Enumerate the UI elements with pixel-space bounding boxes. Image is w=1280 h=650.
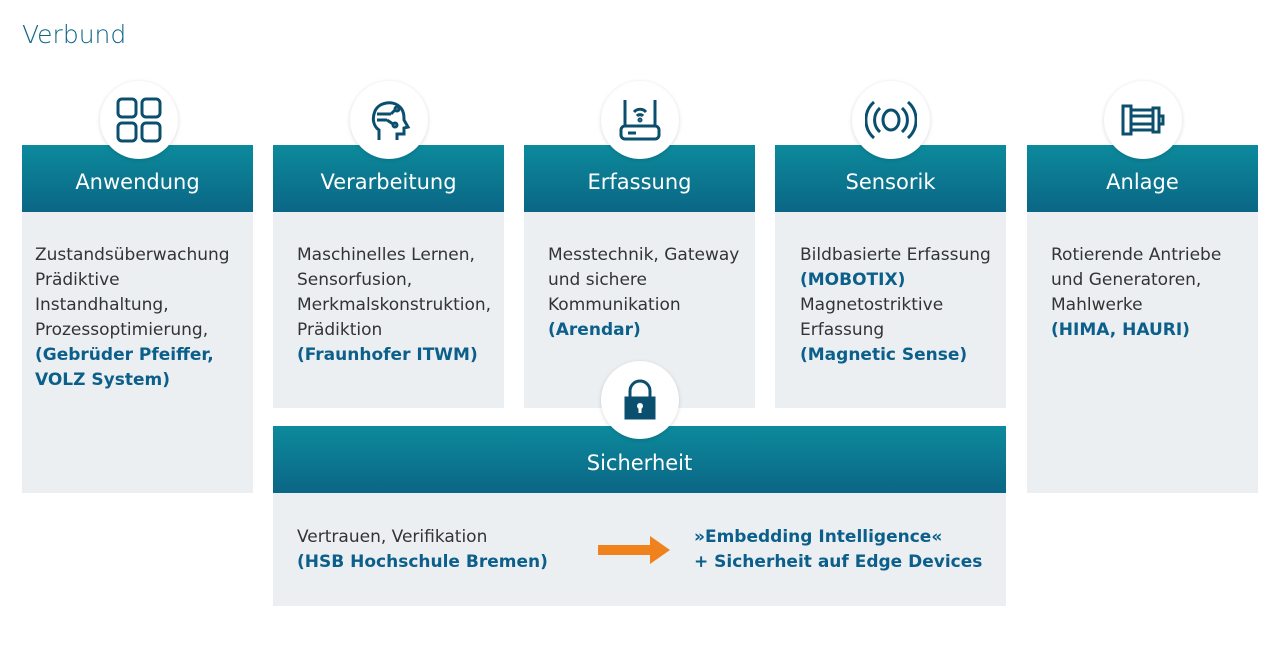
- router-icon: [601, 81, 679, 159]
- page-title: Verbund: [22, 20, 127, 49]
- verarbeitung-text: Maschinelles Lernen,Sensorfusion,Merkmal…: [297, 245, 492, 365]
- sicherheit-result: »Embedding Intelligence«+ Sicherheit auf…: [694, 527, 983, 572]
- sensor-icon: [852, 81, 930, 159]
- ai-head-icon: [350, 81, 428, 159]
- anlage-panel: [1027, 212, 1258, 493]
- sensorik-text: Bildbasierte Erfassung(MOBOTIX) Magnetos…: [800, 245, 991, 365]
- lock-icon: [601, 361, 679, 439]
- sicherheit-text: Vertrauen, Verifikation(HSB Hochschule B…: [297, 527, 548, 572]
- sensorik-panel: [775, 212, 1006, 408]
- motor-icon: [1104, 81, 1182, 159]
- verarbeitung-panel: [273, 212, 504, 408]
- header-anwendung: Anwendung: [22, 145, 253, 212]
- arrow-icon: [598, 536, 670, 564]
- anwendung-panel: [22, 212, 253, 493]
- apps-grid-icon: [100, 81, 178, 159]
